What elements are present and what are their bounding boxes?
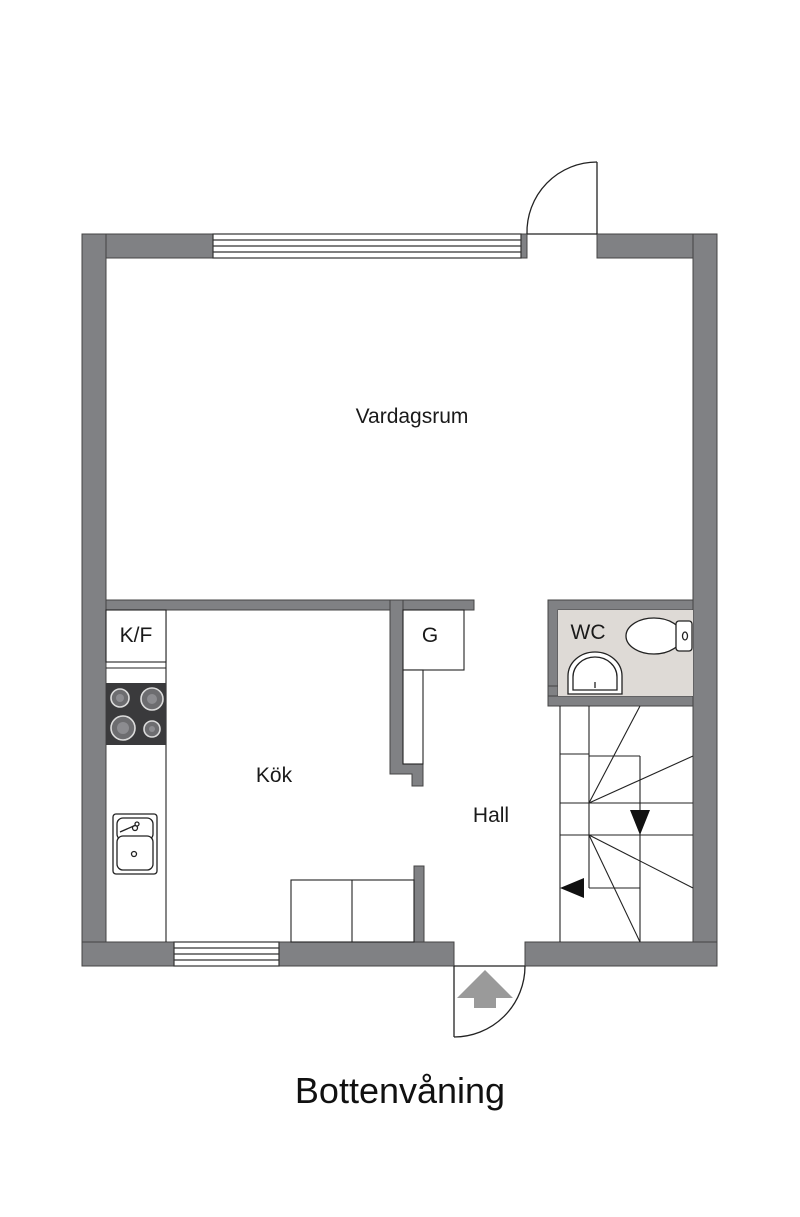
staircase [559,705,694,943]
wardrobe [402,609,465,765]
room-label-kok: Kök [256,764,293,787]
toilet-icon [625,617,693,655]
fridge-freezer [105,609,167,663]
entrance-door [453,965,526,1038]
kitchen-sink-icon [112,813,158,875]
kitchen-cabinets [290,879,415,943]
floor-title: Bottenvåning [294,1070,506,1111]
window-living-room [212,233,522,259]
wall-wc-bottom-jamb [547,685,559,697]
wall-wc-bottom [547,695,694,707]
stair-arrow-down-icon [630,810,650,835]
terrace-door [526,161,598,235]
wardrobe-label: G [422,624,438,647]
stair-arrow-left-icon [560,878,584,898]
wall-right [692,233,718,967]
interior-walls [105,599,694,943]
wall-left [81,233,107,967]
wall-living-kitchen [105,599,475,611]
window-kitchen [173,941,280,967]
room-label-hall: Hall [473,804,509,827]
wall-hall-stub [413,865,425,943]
wc-sink-icon [567,651,623,695]
wall-bottom-right [524,941,718,967]
room-label-vardagsrum: Vardagsrum [356,405,469,428]
stove-icon [106,683,166,745]
outer-walls [81,233,718,967]
wall-top-middle [520,233,528,259]
fridge-freezer-label: K/F [120,624,153,647]
wall-bottom-middle [278,941,455,967]
wall-bottom-left [81,941,175,967]
room-label-wc: WC [571,621,606,644]
entrance-arrow-icon [457,970,513,1008]
